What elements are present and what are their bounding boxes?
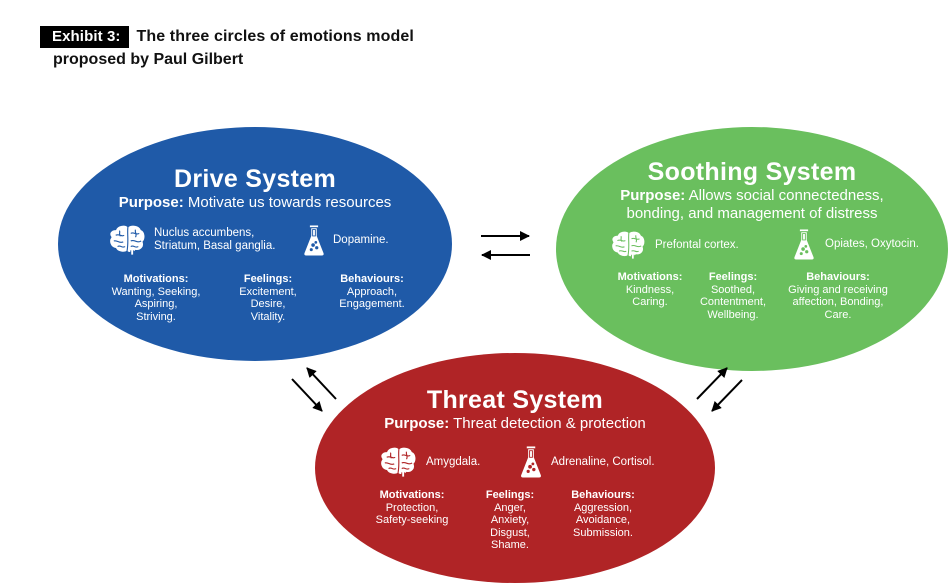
threat-brain-regions: Amygdala. (426, 455, 481, 468)
threat-brain-row: Amygdala. (379, 446, 480, 478)
threat-motivations: Motivations: Protection, Safety-seeking (375, 489, 449, 526)
drive-threat-arrows (291, 367, 337, 412)
threat-system-title: Threat System (426, 386, 604, 414)
threat-chem-row: Adrenaline, Cortisol. (519, 446, 655, 478)
drive-system-title: Drive System (173, 165, 337, 193)
threat-chemicals: Adrenaline, Cortisol. (551, 455, 655, 468)
threat-purpose: Purpose: Threat detection & protection (384, 415, 646, 432)
title-line-1: The three circles of emotions model (136, 28, 414, 45)
threat-system-ellipse (315, 353, 715, 583)
threat-attributes: Motivations: Protection, Safety-seeking … (362, 489, 648, 552)
drive-brain-regions-line2: Striatum, Basal ganglia. (154, 240, 276, 252)
figure-title: Exhibit 3: The three circles of emotions … (40, 26, 500, 69)
soothing-motivations: Motivations: Kindness, Caring. (617, 271, 683, 308)
soothing-chemicals: Opiates, Oxytocin. (825, 238, 919, 250)
drive-brain-row: Nuclus accumbens, Striatum, Basal gangli… (108, 224, 275, 256)
soothing-threat-arrows (696, 367, 743, 412)
soothing-purpose-line2: bonding, and management of distress (626, 205, 878, 222)
soothing-feelings: Feelings: Soothed, Contentment, Wellbein… (699, 271, 767, 321)
drive-feelings: Feelings: Excitement, Desire, Vitality. (239, 273, 297, 323)
soothing-brain-row: Prefontal cortex. (610, 230, 739, 260)
drive-attributes: Motivations: Wanting, Seeking, Aspiring,… (100, 273, 422, 323)
drive-motivations: Motivations: Wanting, Seeking, Aspiring,… (111, 273, 201, 323)
threat-feelings: Feelings: Anger, Anxiety, Disgust, Shame… (485, 489, 535, 551)
soothing-brain-regions: Prefontal cortex. (655, 238, 739, 251)
soothing-system: Soothing System Purpose: Allows social c… (556, 157, 948, 223)
soothing-attributes: Motivations: Kindness, Caring. Feelings:… (612, 271, 898, 321)
drive-purpose: Purpose: Motivate us towards resources (118, 194, 392, 211)
drive-chem-row: Dopamine. (303, 225, 389, 256)
arrow-threat-to-drive (306, 367, 337, 400)
drive-behaviours: Behaviours: Approach, Engagement. (339, 273, 405, 310)
soothing-system-title: Soothing System (647, 158, 857, 186)
threat-system: Threat System Purpose: Threat detection … (315, 385, 715, 433)
soothing-behaviours: Behaviours: Giving and receiving affecti… (788, 271, 888, 321)
title-line-2: proposed by Paul Gilbert (53, 51, 244, 68)
drive-system: Drive System Purpose: Motivate us toward… (58, 164, 452, 212)
arrow-threat-to-soothing (696, 367, 728, 400)
drive-soothing-arrows (481, 231, 530, 260)
exhibit-label: Exhibit 3: (40, 26, 129, 48)
arrow-drive-to-threat (291, 378, 323, 412)
threat-behaviours: Behaviours: Aggression, Avoidance, Submi… (571, 489, 635, 539)
soothing-purpose: Purpose: Allows social connectedness, (620, 187, 884, 204)
arrow-soothing-to-threat (711, 379, 743, 412)
drive-brain-regions-line1: Nuclus accumbens, (154, 227, 255, 239)
soothing-chem-row: Opiates, Oxytocin. (793, 229, 919, 260)
drive-chemicals: Dopamine. (333, 234, 389, 246)
